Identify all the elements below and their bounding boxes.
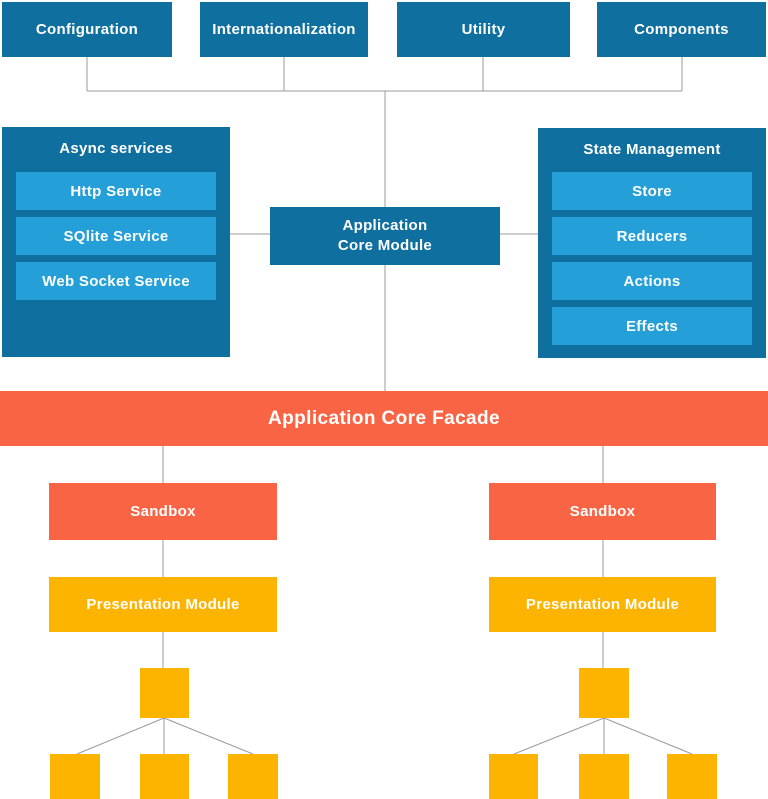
async-services-title: Async services — [59, 140, 173, 157]
module-square-right-child-2 — [579, 754, 629, 799]
top-module-configuration: Configuration — [2, 2, 172, 57]
application-core-module-box: Application Core Module — [270, 207, 500, 265]
service-item-sqlite: SQlite Service — [16, 217, 216, 255]
top-module-internationalization: Internationalization — [200, 2, 368, 57]
module-square-right-parent — [579, 668, 629, 718]
module-square-left-child-2 — [140, 754, 189, 799]
module-square-right-child-3 — [667, 754, 717, 799]
application-core-facade-bar: Application Core Facade — [0, 391, 768, 446]
presentation-module-box-right: Presentation Module — [489, 577, 716, 632]
top-module-utility: Utility — [397, 2, 570, 57]
state-item-actions: Actions — [552, 262, 752, 300]
module-square-left-parent — [140, 668, 189, 718]
state-item-store: Store — [552, 172, 752, 210]
state-item-reducers: Reducers — [552, 217, 752, 255]
service-item-websocket: Web Socket Service — [16, 262, 216, 300]
state-management-panel: State Management Store Reducers Actions … — [538, 128, 766, 358]
service-item-http: Http Service — [16, 172, 216, 210]
state-item-effects: Effects — [552, 307, 752, 345]
module-square-left-child-3 — [228, 754, 278, 799]
sandbox-box-right: Sandbox — [489, 483, 716, 540]
async-services-panel: Async services Http Service SQlite Servi… — [2, 127, 230, 467]
sandbox-box-left: Sandbox — [49, 483, 277, 540]
module-square-right-child-1 — [489, 754, 538, 799]
presentation-module-box-left: Presentation Module — [49, 577, 277, 632]
top-module-components: Components — [597, 2, 766, 57]
state-management-title: State Management — [583, 141, 721, 158]
module-square-left-child-1 — [50, 754, 100, 799]
